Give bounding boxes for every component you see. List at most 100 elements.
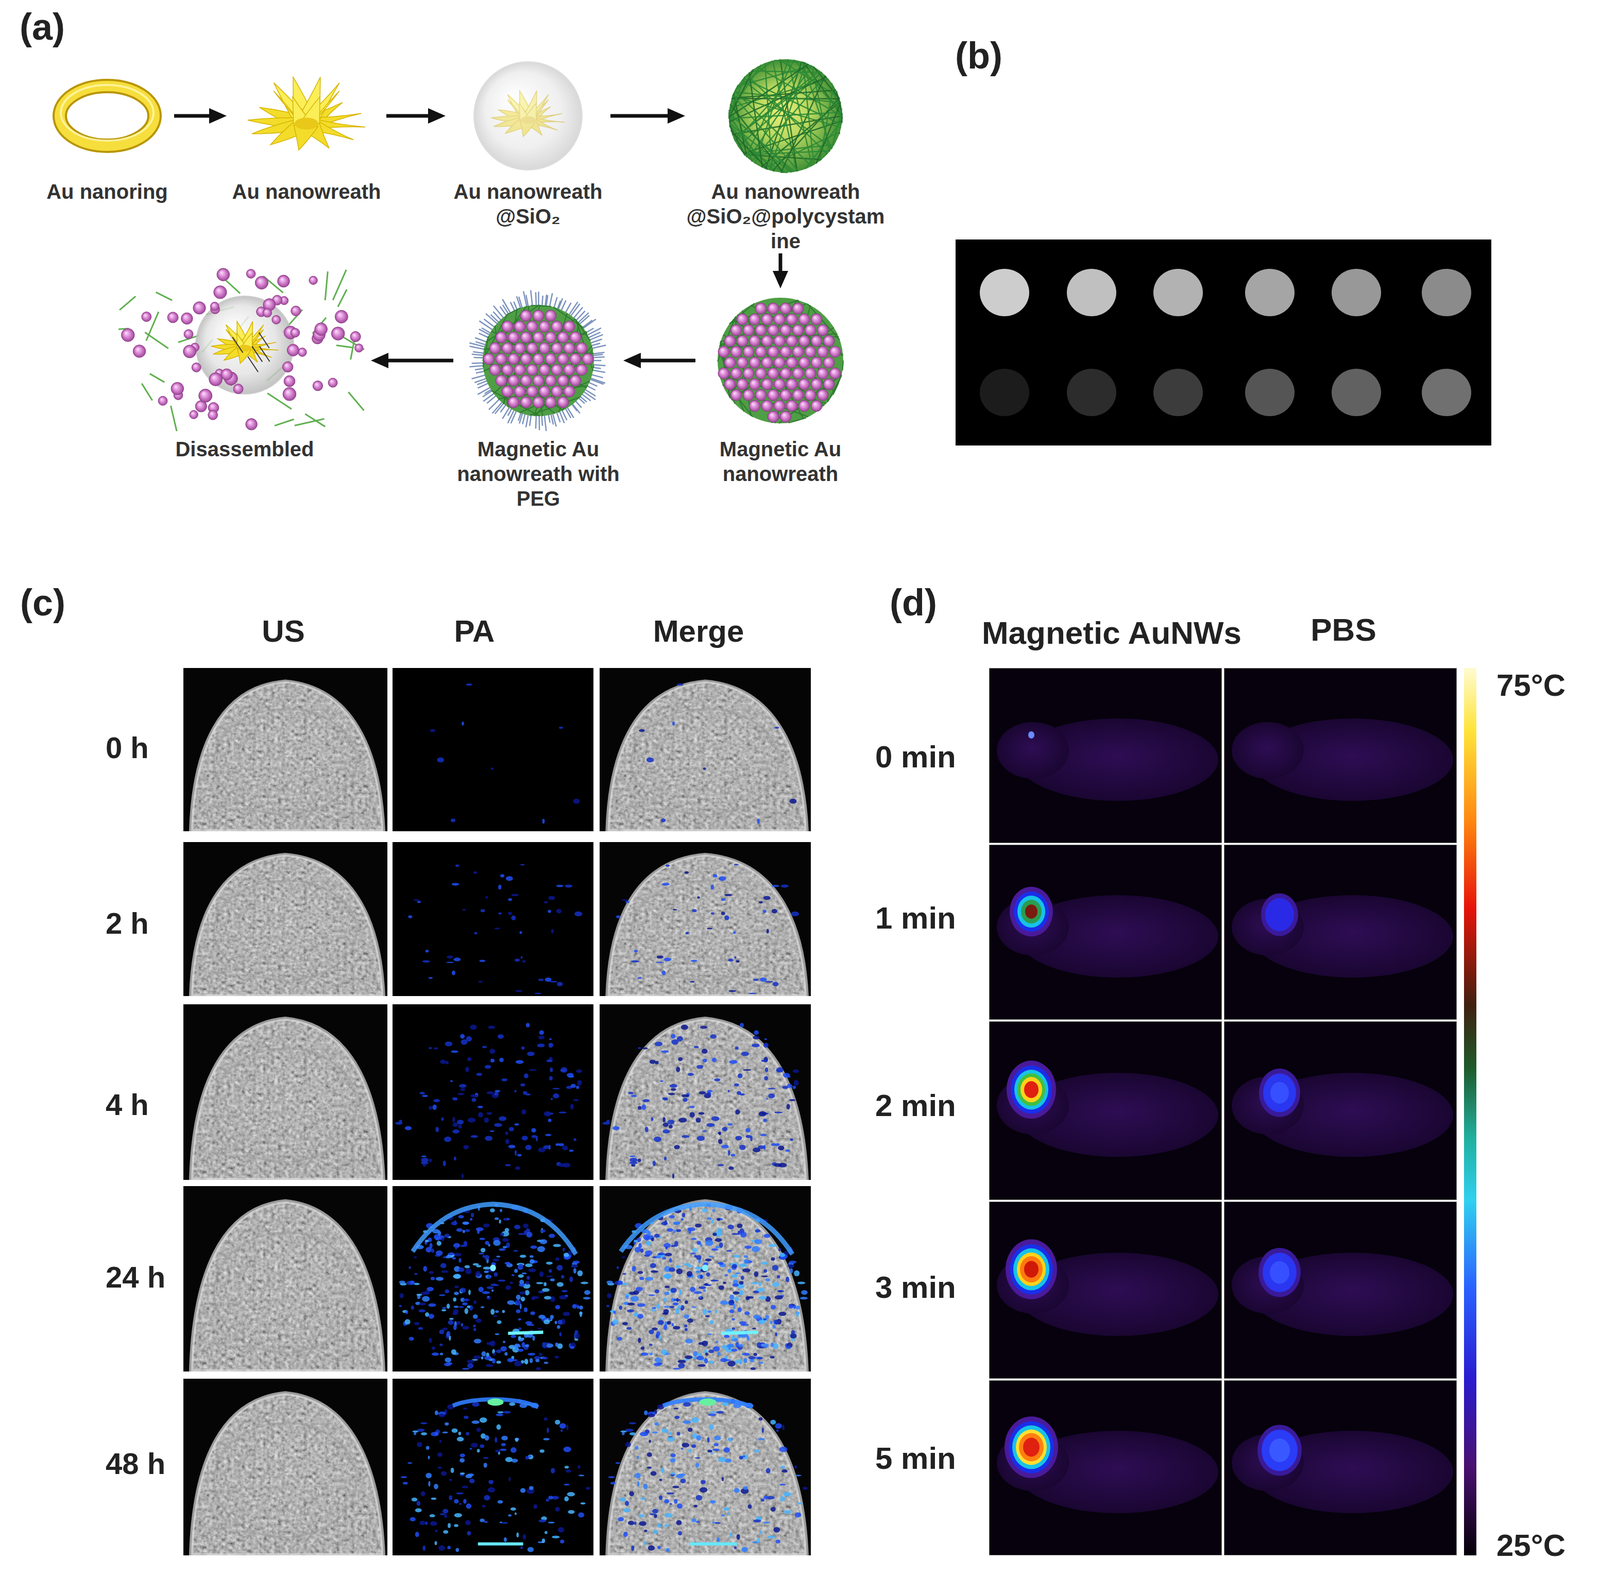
pa-signal <box>716 1218 723 1221</box>
pa-signal <box>438 1330 445 1335</box>
pa-signal <box>515 1060 524 1064</box>
iron-oxide-particle <box>773 313 786 326</box>
pa-signal <box>520 1546 523 1550</box>
pa-signal <box>420 1161 429 1165</box>
pa-signal <box>574 1338 579 1342</box>
pa-signal <box>794 1465 797 1470</box>
pa-signal <box>463 1145 469 1150</box>
tumor-margin <box>631 880 780 981</box>
polymer-strand <box>748 65 812 159</box>
pa-signal <box>650 1270 659 1273</box>
pa-signal <box>483 1495 490 1502</box>
pa-signal <box>695 1117 702 1123</box>
pa-signal <box>691 1444 696 1449</box>
pa-signal <box>541 1538 546 1544</box>
pa-signal <box>529 1486 534 1491</box>
pa-signal <box>623 1508 631 1513</box>
pa-signal <box>482 1046 487 1049</box>
pa-signal <box>766 1098 769 1100</box>
pa-signal <box>454 1246 457 1250</box>
pa-signal <box>705 1240 713 1247</box>
pa-signal <box>428 1105 433 1111</box>
pa-signal <box>606 1304 610 1308</box>
pa-signal <box>741 1547 748 1553</box>
pa-signal <box>668 1432 672 1436</box>
pa-signal <box>793 1270 800 1277</box>
pa-signal <box>525 1456 530 1460</box>
pa-signal <box>560 1429 563 1433</box>
pa-signal <box>705 1284 712 1287</box>
iron-oxide-particle <box>749 356 761 369</box>
pa-signal <box>538 1035 545 1040</box>
pa-signal <box>486 1342 492 1346</box>
pa-signal <box>606 1119 610 1123</box>
iron-oxide-particle <box>792 324 804 336</box>
pa-signal <box>467 1531 472 1537</box>
pa-signal <box>676 1503 683 1509</box>
pa-signal <box>584 1290 591 1296</box>
pa-signal <box>502 1246 508 1249</box>
image-background <box>183 668 388 832</box>
pa-signal <box>664 1220 668 1225</box>
pa-signal <box>522 1223 529 1229</box>
pa-signal <box>555 1257 560 1262</box>
pa-signal <box>758 1296 767 1300</box>
pa-signal <box>447 1523 451 1529</box>
pa-signal <box>743 1259 750 1265</box>
pa-signal <box>734 956 737 960</box>
pa-signal <box>630 1296 639 1302</box>
pa-signal <box>758 1282 762 1287</box>
pa-signal <box>758 1362 764 1365</box>
pa-signal <box>467 1117 476 1123</box>
pa-signal <box>494 1272 499 1277</box>
skin-line <box>607 1201 807 1372</box>
pa-signal <box>684 871 689 875</box>
pa-signal <box>577 1512 585 1519</box>
pa-signal <box>441 1309 447 1312</box>
pa-signal <box>690 959 698 962</box>
pa-signal <box>727 1343 734 1347</box>
pa-signal <box>443 1530 449 1535</box>
pa-signal <box>656 1362 663 1366</box>
pa-signal <box>429 729 436 733</box>
pa-signal <box>442 1509 449 1514</box>
pa-signal <box>797 1282 806 1285</box>
arrow-head <box>428 108 446 124</box>
merged-image <box>599 668 811 832</box>
pa-signal <box>508 1402 516 1407</box>
pa-signal <box>696 1274 704 1280</box>
pa-signal <box>422 1266 428 1272</box>
iron-oxide-particle <box>718 367 730 380</box>
pa-rim <box>412 1204 576 1255</box>
pa-signal <box>726 1250 732 1252</box>
pa-signal <box>644 1250 653 1256</box>
pa-signal <box>549 1038 552 1041</box>
pa-signal <box>715 1340 719 1344</box>
phantom-well <box>1245 268 1295 317</box>
pa-signal <box>507 898 513 901</box>
pa-signal <box>461 1173 464 1180</box>
pa-signal <box>515 1309 521 1314</box>
pa-signal <box>508 1477 511 1482</box>
pa-signal <box>450 1050 459 1054</box>
pa-signal <box>648 1294 655 1297</box>
skin-line <box>191 1393 384 1556</box>
arrow-shaft <box>174 114 212 118</box>
pa-signal <box>693 1505 698 1508</box>
iron-oxide-particle <box>810 400 823 412</box>
flow-arrow <box>623 352 696 369</box>
pa-signal <box>461 1323 464 1327</box>
pa-signal <box>554 1355 559 1359</box>
skin-line <box>191 855 384 997</box>
colorbar-fill <box>1464 668 1477 1556</box>
pa-signal <box>540 1229 546 1233</box>
pa-signal <box>456 1228 463 1233</box>
pa-signal <box>707 1333 712 1336</box>
pa-signal <box>449 1478 453 1482</box>
heat-spot <box>1017 895 1046 928</box>
pa-signal <box>439 1439 442 1443</box>
pa-signal <box>452 1098 458 1101</box>
pa-signal <box>562 1248 565 1252</box>
polymer-strand <box>842 360 844 371</box>
